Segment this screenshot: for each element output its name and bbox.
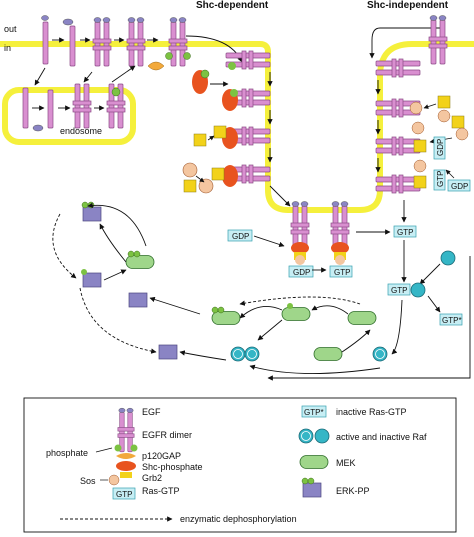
- shc-dependent-label: Shc-dependent: [196, 0, 269, 11]
- sos: [437, 109, 451, 123]
- gtp-label-raf: GTP: [397, 228, 413, 237]
- raf-active: [410, 282, 426, 298]
- gtp-label-ras-raf: GTP: [391, 286, 407, 295]
- gtp-star-label: GTP*: [442, 316, 462, 325]
- legend-phosphate: phosphate: [46, 448, 88, 458]
- gtp-box-vertical: GTP: [433, 169, 446, 191]
- endosome-label: endosome: [60, 126, 102, 136]
- egfr-dimer: [92, 17, 112, 67]
- legend-inactive-ras-gtp: inactive Ras-GTP: [336, 407, 407, 417]
- legend-sos: Sos: [80, 476, 96, 486]
- legend-dephosphorylation: enzymatic dephosphorylation: [180, 514, 297, 524]
- gdp-box-right: [447, 179, 471, 192]
- mapk-cascade: [81, 201, 388, 362]
- egf-ligand: [62, 18, 74, 26]
- grb2: [451, 115, 465, 129]
- receptor-monomer: [41, 15, 49, 65]
- gtp-star-box: [439, 313, 463, 326]
- gdp-label: GDP: [293, 268, 310, 277]
- legend-p120gap: p120GAP: [142, 451, 181, 461]
- grb2: [183, 179, 197, 193]
- legend-shc-phosphate: Shc-phosphate: [142, 462, 203, 472]
- egfr-dimer-ras-gtp: [330, 201, 350, 265]
- shc-independent-label: Shc-independent: [367, 0, 449, 11]
- gdp-box-vertical: GDP: [433, 136, 446, 160]
- gdp-label-free: GDP: [232, 232, 249, 241]
- legend-gtp-star-box: [301, 405, 327, 418]
- receptor-monomer: [69, 25, 76, 67]
- p120gap: [147, 61, 165, 71]
- gtp-box-raf: [393, 225, 417, 238]
- receptor-monomer-endosome: [47, 89, 54, 129]
- legend-receptor: [108, 407, 138, 500]
- gdp-label-right: GDP: [451, 182, 468, 191]
- legend-mek: MEK: [336, 458, 356, 468]
- plasma-membrane: [0, 41, 474, 213]
- raf-inactive: [440, 250, 456, 266]
- gtp-label-vertical: GTP: [436, 171, 445, 187]
- gtp-label: GTP: [334, 268, 350, 277]
- grb2: [193, 133, 207, 147]
- gtp-box: [329, 265, 353, 278]
- gdp-label-vertical: GDP: [436, 139, 445, 156]
- gdp-box-free: [227, 229, 253, 242]
- shc-independent-column: [369, 15, 448, 194]
- legend-mek-symbol: [299, 455, 329, 469]
- legend-egfr-dimer: EGFR dimer: [142, 430, 192, 440]
- gtp-box-ras-raf: [387, 283, 411, 296]
- out-label: out: [4, 24, 17, 34]
- legend-raf-active: [298, 428, 314, 444]
- legend-egf: EGF: [142, 407, 161, 417]
- endosome-membrane: [2, 87, 136, 145]
- egfr-dimer-ras-gdp: [290, 201, 310, 265]
- in-label: in: [4, 43, 11, 53]
- egfr-dimer-endosome: [106, 83, 126, 129]
- legend-box: [23, 397, 457, 533]
- legend-gtp-box-label: GTP: [116, 490, 132, 499]
- receptor-monomer-endosome: [22, 87, 29, 129]
- legend-grb2: Grb2: [142, 473, 162, 483]
- gdp-box: [288, 265, 314, 278]
- sos: [455, 127, 469, 141]
- legend-raf: active and inactive Raf: [336, 432, 427, 442]
- legend-ras-gtp: Ras-GTP: [142, 486, 180, 496]
- egfr-dimer: [126, 17, 146, 67]
- sos: [182, 162, 198, 178]
- shc-phosphate: [192, 69, 210, 94]
- egf-ligand: [32, 124, 44, 132]
- legend-erk-pp: ERK-PP: [336, 486, 370, 496]
- shc-dependent-column: [198, 50, 291, 207]
- grb2: [437, 95, 451, 109]
- legend-raf-inactive: [314, 428, 330, 444]
- egfr-dimer-phosphorylated: [165, 17, 191, 67]
- legend-gtp-star-label: GTP*: [304, 408, 324, 417]
